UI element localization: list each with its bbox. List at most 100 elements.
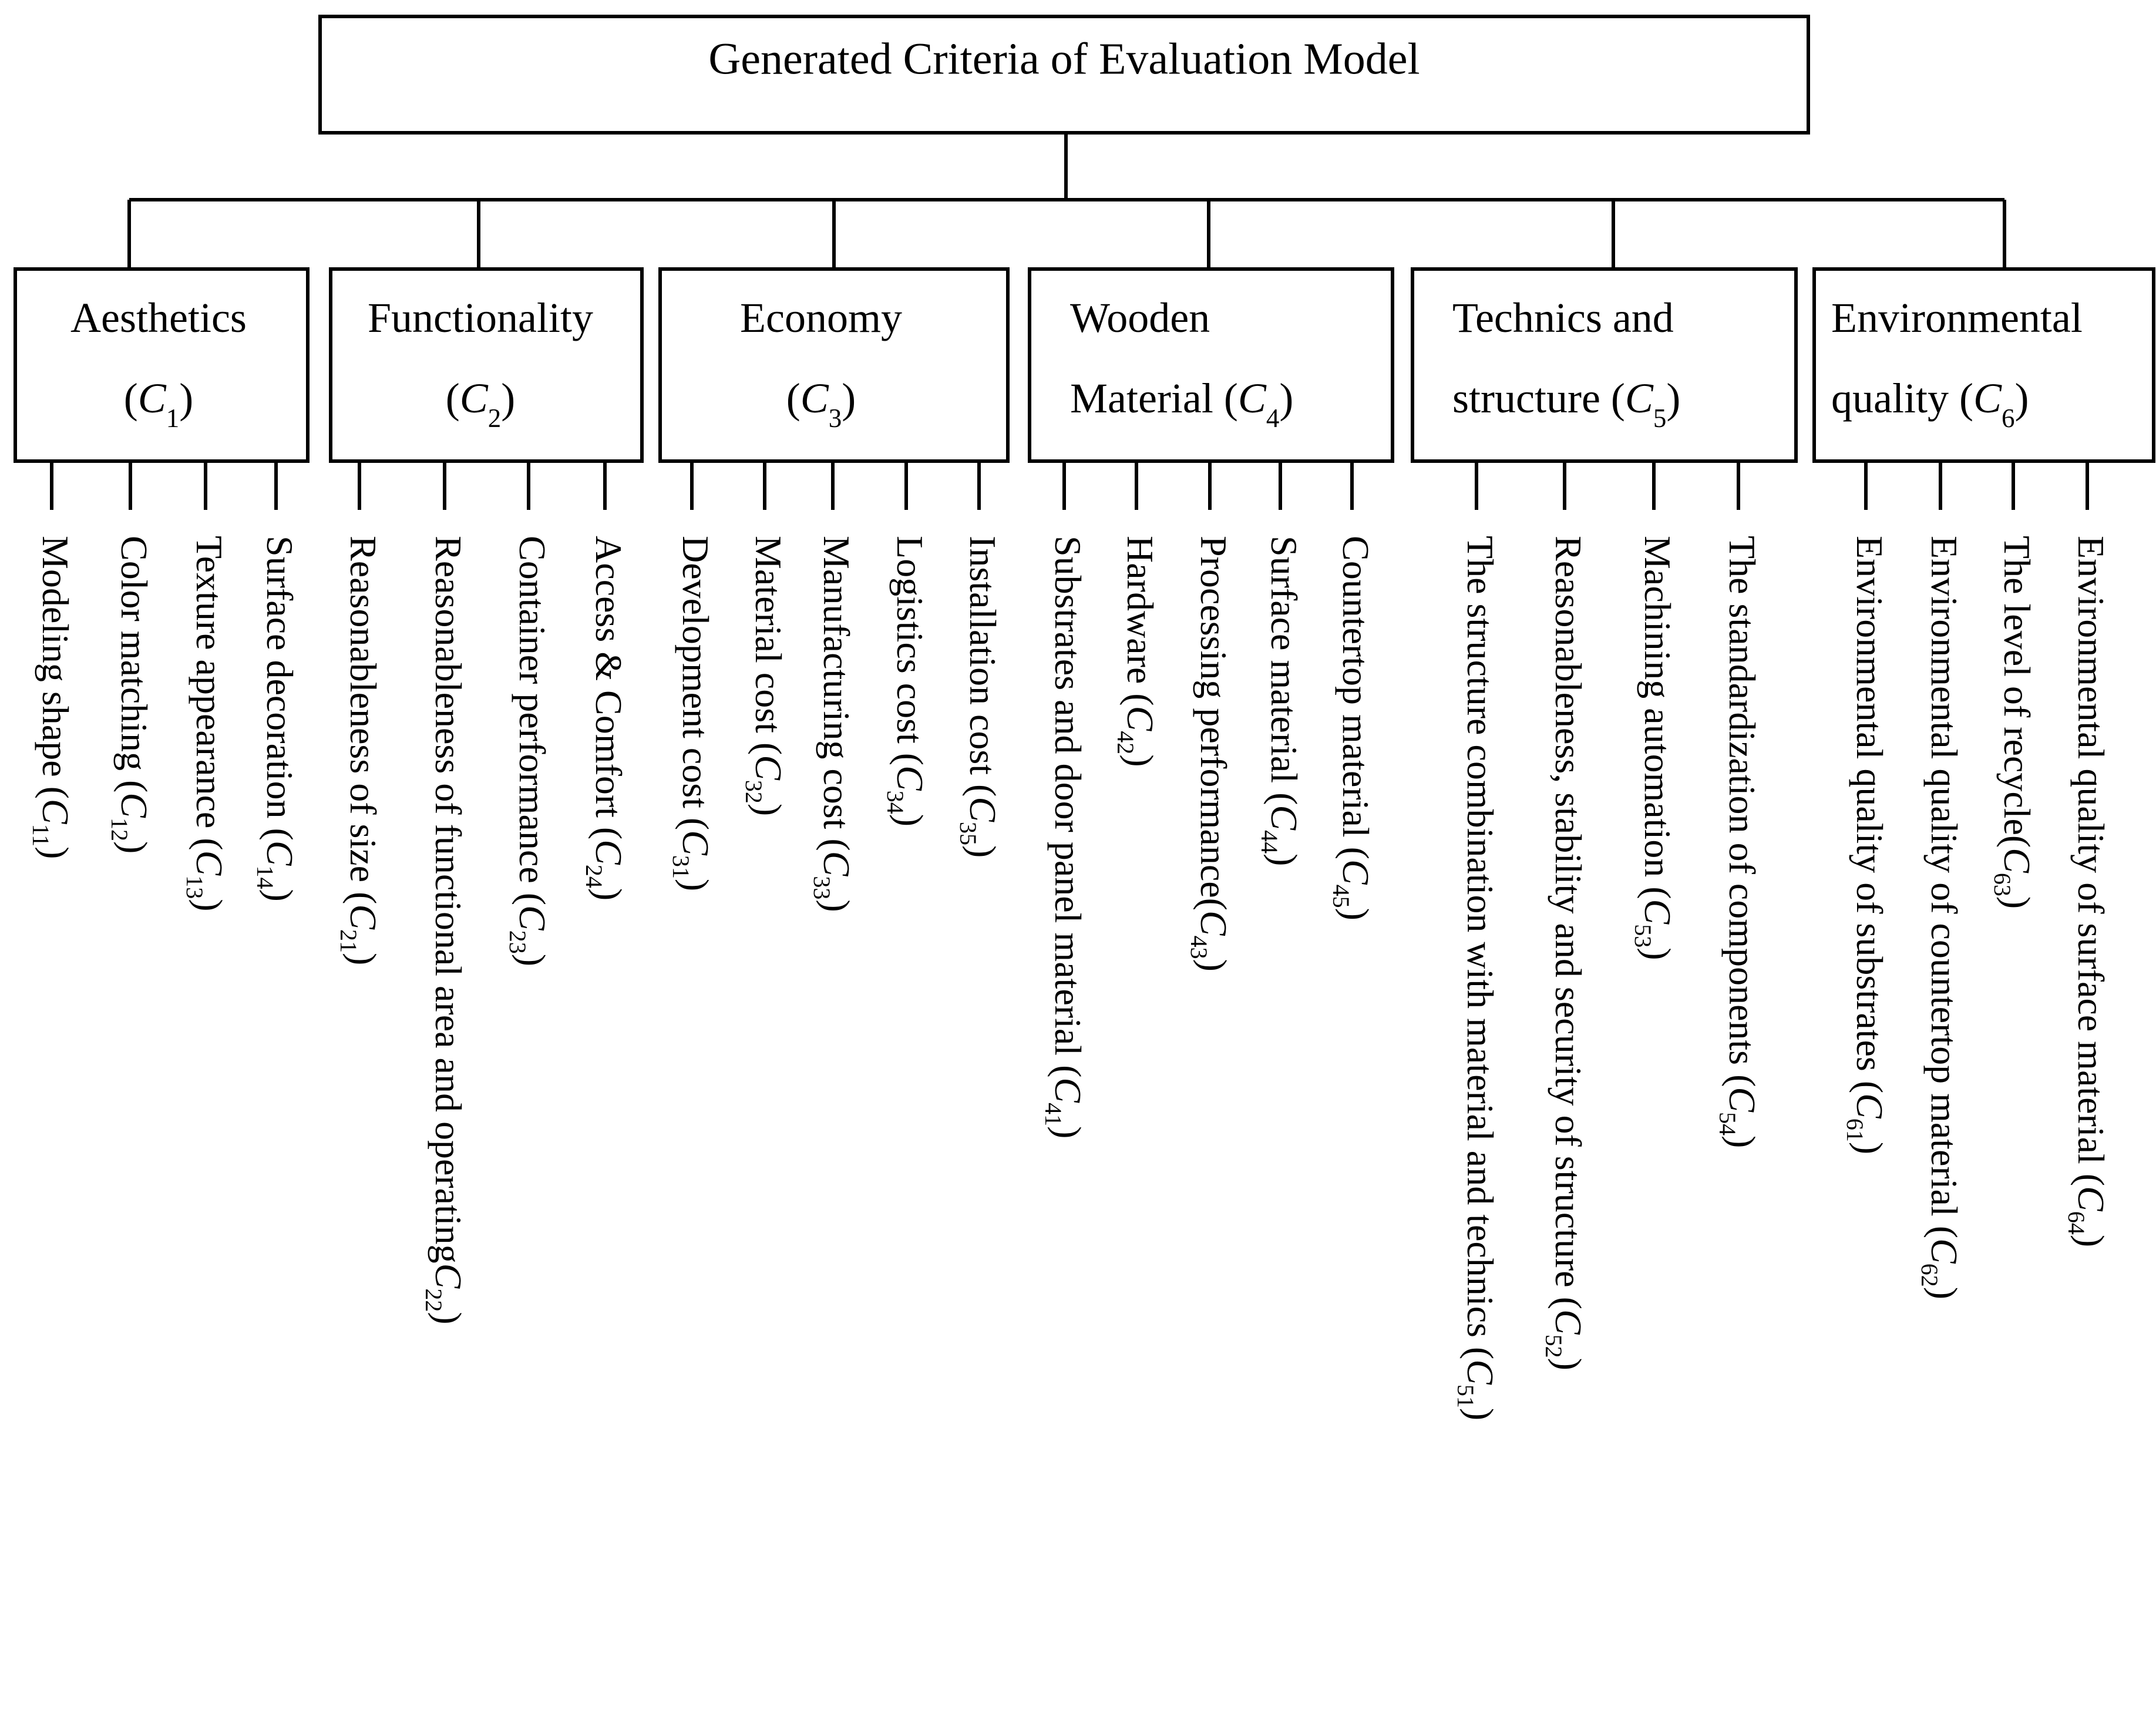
subscript-index: 33 — [809, 876, 835, 899]
leaf-label: Countertop material (C45) — [1328, 536, 1377, 920]
label-text: Machining automation ( — [1637, 536, 1679, 899]
subscript-index: 21 — [335, 929, 362, 953]
criterion-symbol: C — [1996, 848, 2038, 873]
label-text: structure ( — [1452, 375, 1625, 422]
criterion-symbol: C — [138, 375, 167, 422]
category-node: Functionality (C2) — [329, 267, 644, 463]
label-text: ) — [1721, 1135, 1763, 1148]
subscript-index: 31 — [668, 855, 694, 879]
category-label-line: (C2) — [446, 375, 516, 433]
label-text: Environmental — [1831, 294, 2083, 341]
leaf-label: Logistics cost (C34) — [882, 536, 931, 826]
criterion-symbol: C — [1637, 899, 1679, 925]
leaf-criterion: The structure combination with material … — [1452, 461, 1501, 1420]
category-label-line: Functionality — [368, 294, 593, 341]
leaf-criterion: Logistics cost (C34) — [882, 461, 931, 826]
criterion-symbol: C — [1923, 1238, 1965, 1264]
leaf-label: Manufacturing cost (C33) — [809, 536, 857, 912]
label-text: Development cost ( — [675, 536, 717, 830]
label-text: ) — [113, 841, 155, 854]
label-text: Reasonableness, stability and security o… — [1548, 536, 1589, 1309]
criterion-symbol: C — [800, 375, 829, 422]
label-text: ) — [1193, 959, 1235, 972]
criterion-symbol: C — [460, 375, 489, 422]
label-text: ) — [2070, 1235, 2112, 1247]
leaf-criterion: Surface material (C44) — [1256, 461, 1305, 866]
category-label-line: Material (C4) — [1070, 375, 1293, 433]
category-label-line: Wooden — [1070, 294, 1210, 341]
label-text: Reasonableness of size ( — [342, 536, 384, 904]
label-text: Hardware ( — [1119, 536, 1161, 706]
subscript-index: 35 — [955, 822, 981, 845]
leaf-label: The structure combination with material … — [1452, 536, 1501, 1420]
label-text: ( — [786, 375, 800, 422]
label-text: ) — [1923, 1287, 1965, 1299]
criterion-symbol: C — [189, 851, 230, 876]
label-text: Manufacturing cost ( — [816, 536, 857, 851]
leaf-label: Environmental quality of substrates (C61… — [1842, 536, 1891, 1154]
subscript-index: 6 — [2002, 404, 2015, 433]
label-text: ) — [35, 846, 76, 859]
label-text: ) — [962, 845, 1004, 858]
category-label-line: Economy — [740, 294, 902, 341]
root-box — [318, 15, 1810, 135]
label-text: Logistics cost ( — [889, 536, 931, 765]
leaf-label: Environmental quality of countertop mate… — [1916, 536, 1965, 1299]
leaf-label: Reasonableness, stability and security o… — [1541, 536, 1589, 1370]
label-text: ) — [1996, 896, 2038, 909]
subscript-index: 23 — [504, 930, 531, 954]
subscript-index: 43 — [1186, 936, 1212, 959]
subscript-index: 41 — [1040, 1103, 1067, 1126]
leaf-criterion: Development cost (C31) — [668, 461, 717, 891]
category-label-line: Aesthetics — [70, 294, 247, 341]
category-node: Aesthetics (C1) — [14, 267, 310, 463]
subscript-index: 32 — [741, 780, 767, 804]
label-text: The level of recycle( — [1996, 536, 2038, 848]
subscript-index: 12 — [106, 818, 133, 841]
leaf-criterion: Manufacturing cost (C33) — [809, 461, 857, 912]
criterion-symbol: C — [1047, 1077, 1089, 1103]
label-text: ) — [512, 954, 553, 966]
label-text: Processing performance( — [1193, 536, 1235, 910]
category-label-line: (C1) — [124, 375, 194, 433]
subscript-index: 1 — [166, 404, 180, 433]
label-text: Modeling shape ( — [35, 536, 76, 799]
label-text: ) — [1047, 1126, 1089, 1138]
category-box — [14, 267, 310, 463]
category-box — [1812, 267, 2155, 463]
leaf-criterion: Environmental quality of surface materia… — [2063, 461, 2112, 1247]
leaf-criterion: Machining automation (C53) — [1630, 461, 1679, 960]
criterion-symbol: C — [748, 755, 789, 781]
subscript-index: 3 — [829, 404, 842, 433]
category-label-line: Technics and — [1452, 294, 1674, 341]
label-text: ) — [748, 804, 789, 816]
criterion-symbol: C — [1548, 1309, 1589, 1335]
label-text: Material cost ( — [748, 536, 789, 755]
criterion-symbol: C — [1459, 1359, 1501, 1385]
label-text: ) — [588, 888, 630, 901]
subscript-index: 52 — [1541, 1335, 1567, 1358]
label-text: Wooden — [1070, 294, 1210, 341]
criterion-symbol: C — [1238, 375, 1267, 422]
label-text: ) — [342, 953, 384, 965]
criterion-symbol: C — [1335, 859, 1377, 885]
label-text: ) — [1279, 375, 1293, 422]
label-text: ) — [1666, 375, 1680, 422]
label-text: ) — [889, 814, 931, 826]
leaf-label: Reasonableness of size (C21) — [335, 536, 384, 965]
leaf-criterion: Reasonableness, stability and security o… — [1541, 461, 1589, 1370]
leaf-label: Environmental quality of surface materia… — [2063, 536, 2112, 1247]
label-text: ) — [1548, 1358, 1589, 1370]
label-text: ( — [446, 375, 460, 422]
criterion-symbol: C — [428, 1264, 469, 1289]
leaf-criterion: Modeling shape (C11) — [28, 461, 76, 859]
subscript-index: 44 — [1256, 830, 1283, 854]
category-box — [329, 267, 644, 463]
leaf-criterion: Reasonableness of size (C21) — [335, 461, 384, 965]
label-text: quality ( — [1831, 375, 1973, 422]
leaf-label: Substrates and door panel material (C41) — [1040, 536, 1089, 1138]
label-text: Substrates and door panel material ( — [1047, 536, 1089, 1077]
label-text: ) — [1459, 1408, 1501, 1420]
